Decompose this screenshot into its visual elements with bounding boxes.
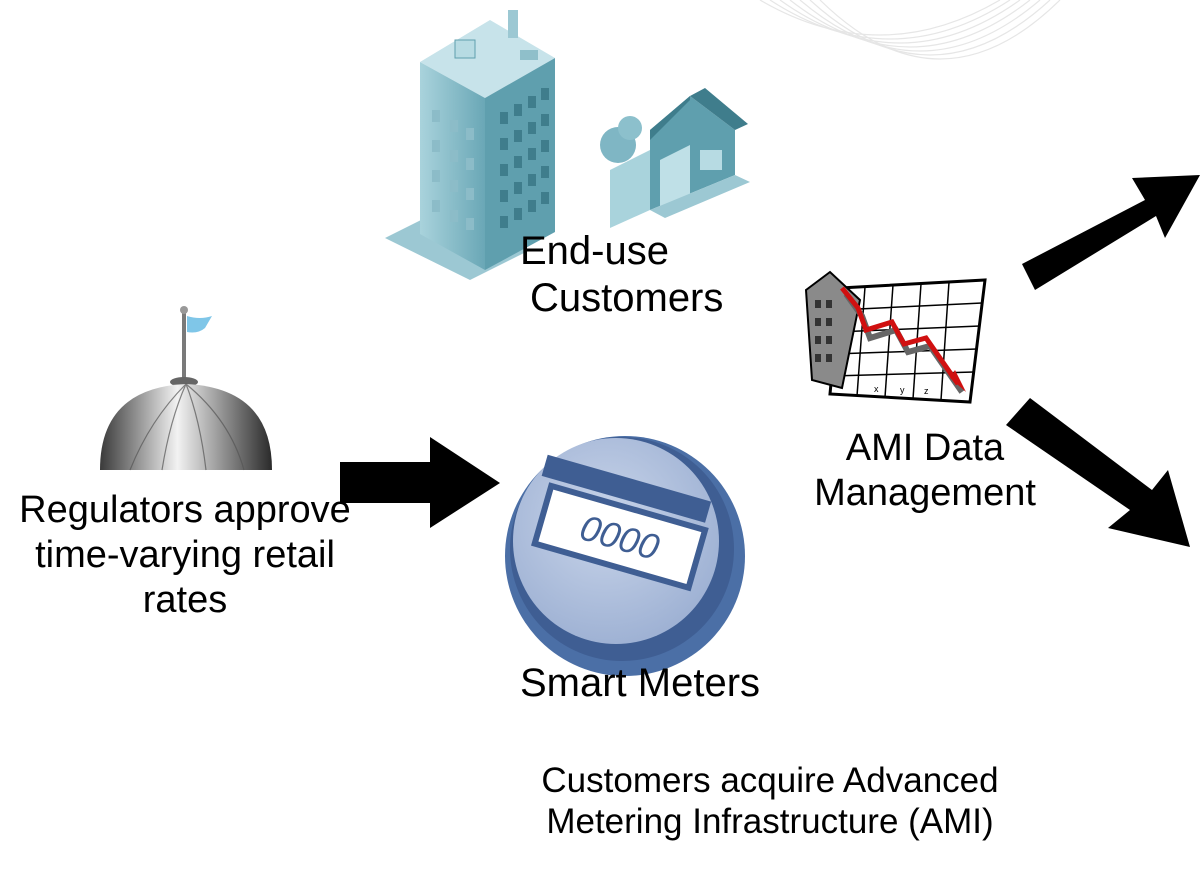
regulators-line2: time-varying retail [35, 533, 335, 576]
regulators-line3: rates [142, 578, 228, 621]
background-arcs [759, 0, 1061, 60]
house-icon [600, 88, 750, 228]
caption-line1: Customers acquire Advanced [541, 761, 999, 800]
end-use-line2: Customers [530, 276, 724, 321]
caption-line2: Metering Infrastructure (AMI) [546, 802, 994, 842]
arrow-ami-up-right [1022, 175, 1200, 290]
ami-line1: AMI Data [845, 427, 1005, 469]
smart-meters-label: Smart Meters [519, 661, 761, 705]
building-icon [385, 10, 555, 280]
smart-meter-icon: 0000 [505, 436, 745, 676]
end-use-customers-label: End-use Customers [520, 228, 730, 322]
arrow-regulators-to-meters [340, 437, 500, 528]
arrow-ami-down-right [1006, 398, 1190, 547]
ami-data-management-label: AMI Data Management [770, 426, 1080, 516]
regulators-line1: Regulators approve [19, 489, 351, 531]
regulators-label: Regulators approve time-varying retail r… [0, 488, 370, 622]
ami-chart-icon: x y z [804, 270, 987, 404]
chart-icon-label-y: y [900, 385, 905, 395]
ami-line2: Management [814, 471, 1036, 514]
chart-icon-label-z: z [924, 386, 929, 396]
customers-acquire-ami-caption: Customers acquire Advanced Metering Infr… [470, 760, 1070, 843]
capitol-dome-icon [100, 306, 272, 471]
flag-icon [187, 316, 212, 333]
chart-icon-label-x: x [874, 384, 879, 394]
end-use-line1: End-use [520, 229, 669, 273]
